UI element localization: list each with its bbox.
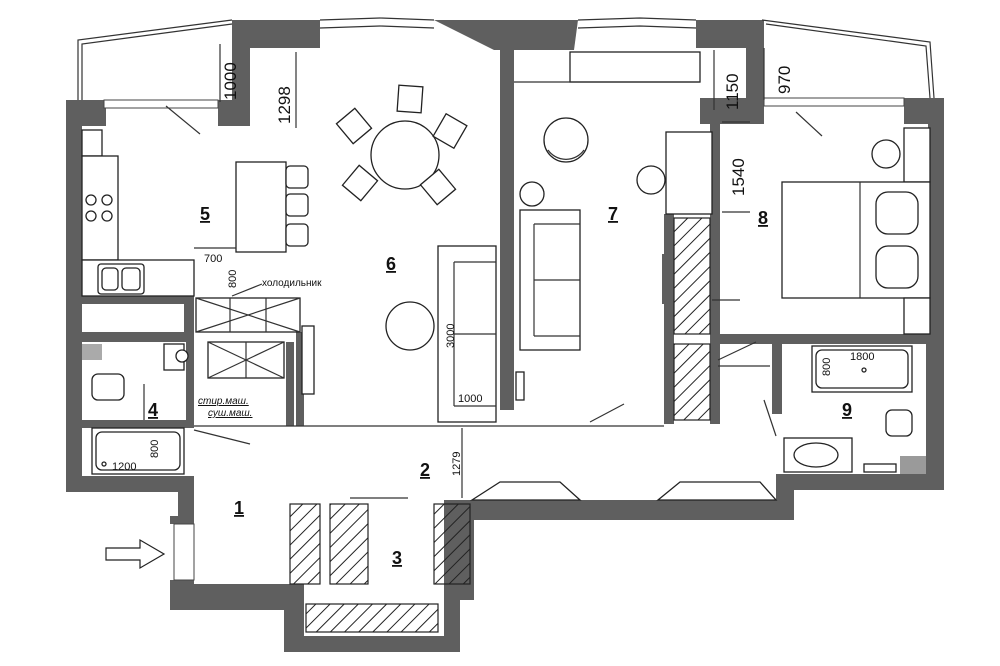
room-number: 9 xyxy=(842,400,852,420)
dryer-label: суш.маш. xyxy=(208,408,252,419)
room-7-furniture xyxy=(515,117,740,423)
room-number: 3 xyxy=(392,548,402,568)
interior-walls xyxy=(82,114,934,474)
kitchen-furniture xyxy=(81,105,309,333)
room-number: 5 xyxy=(200,204,210,224)
balconies xyxy=(77,17,935,109)
dimension-label: 1540 xyxy=(729,158,748,196)
dimension-label: 800 xyxy=(227,270,239,288)
hallway-fixtures xyxy=(173,425,778,633)
room-number: 6 xyxy=(386,254,396,274)
living-dining-furniture xyxy=(301,84,497,423)
dimension-lines xyxy=(219,44,765,213)
bathroom-large-fixtures xyxy=(763,345,926,474)
dimension-label: 800 xyxy=(821,358,833,376)
dimension-label: 1200 xyxy=(112,461,136,473)
dimension-label: 1000 xyxy=(458,393,482,405)
dimension-label: 3000 xyxy=(445,324,457,348)
dimension-label: 1800 xyxy=(850,351,874,363)
bedroom-furniture xyxy=(717,111,931,367)
washer-label: стир.маш. xyxy=(198,396,249,407)
dimension-label: 700 xyxy=(204,253,222,265)
room-number: 2 xyxy=(420,460,430,480)
bathroom-small-fixtures xyxy=(82,341,285,475)
room-number: 7 xyxy=(608,204,618,224)
room-number: 8 xyxy=(758,208,768,228)
room-number: 4 xyxy=(148,400,158,420)
dimension-label: 800 xyxy=(149,440,161,458)
room-number: 1 xyxy=(234,498,244,518)
entrance-arrow-icon xyxy=(105,538,166,570)
dimension-label: 970 xyxy=(775,66,794,94)
dimension-label: 1000 xyxy=(221,62,240,100)
fridge-label: холодильник xyxy=(262,278,322,289)
dimension-label: 1279 xyxy=(451,452,463,476)
dimension-label: 1298 xyxy=(275,86,294,124)
dimension-label: 1150 xyxy=(723,73,742,110)
exterior-walls xyxy=(66,20,944,652)
